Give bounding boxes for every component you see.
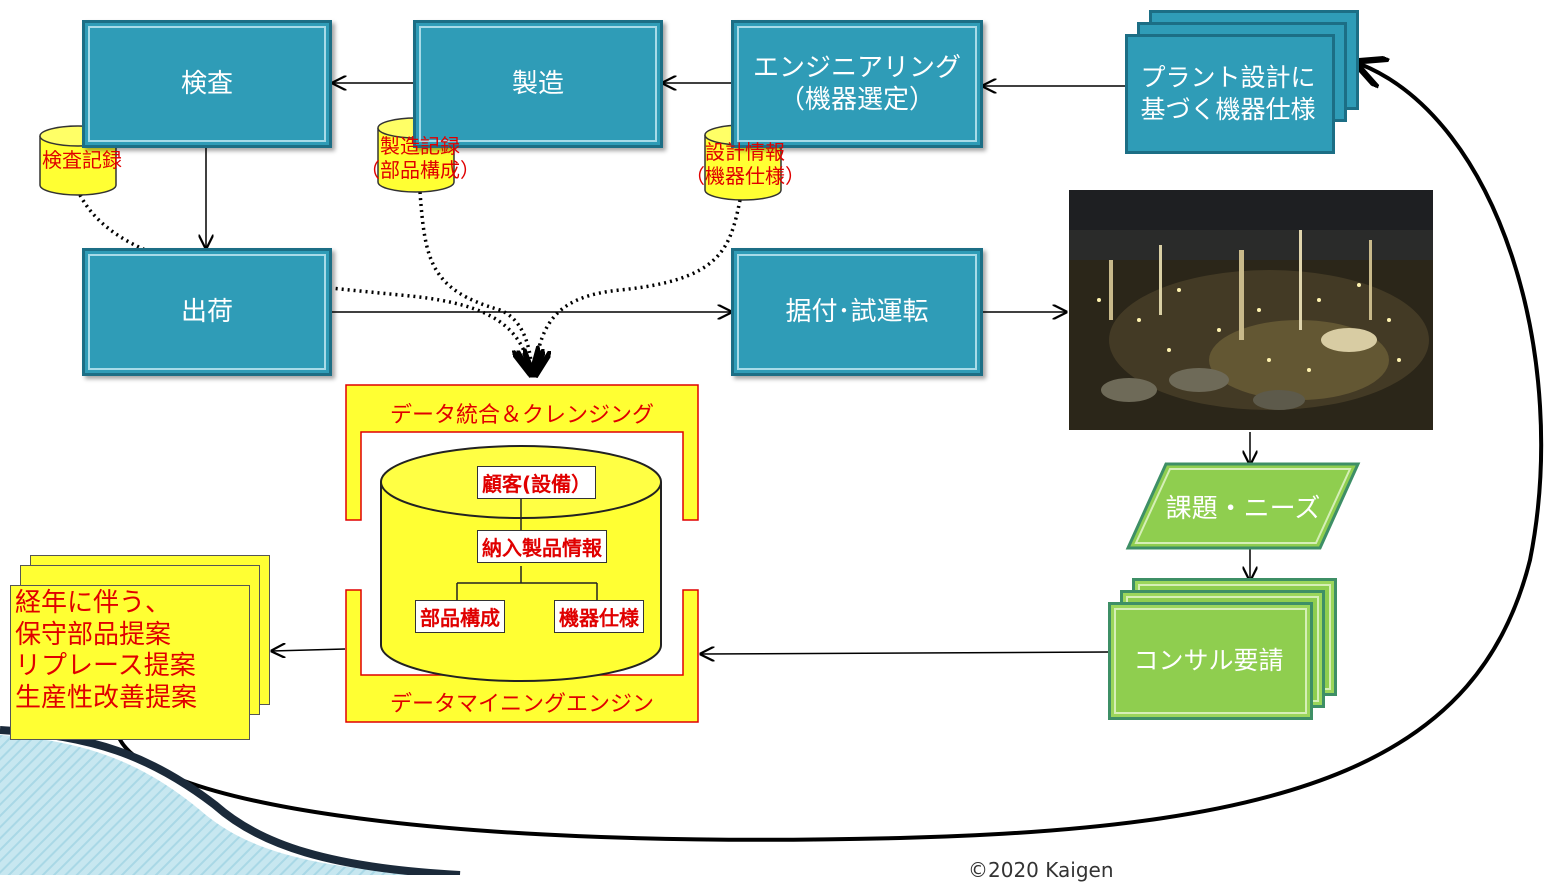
issues-parallelogram — [1125, 462, 1361, 550]
integration-cleansing-label: データ統合＆クレンジング — [389, 403, 654, 428]
corner-decoration-shadow — [0, 726, 461, 875]
dotted-flow-inspection-record — [78, 194, 530, 370]
arrow-consult-to-engine — [701, 652, 1109, 654]
feedback-loop-curve — [116, 64, 1544, 842]
stack-sheet-front: プラント設計に 基づく機器仕様 — [1125, 34, 1335, 154]
data-mining-engine-label: データマイニングエンジン — [389, 692, 654, 717]
manufacturing-record-label: 製造記録 （部品構成） — [360, 134, 480, 182]
data-tree-connectors — [456, 496, 598, 600]
inspection-label: 検査 — [180, 68, 233, 99]
installation-label: 据付･試運転 — [785, 296, 929, 327]
engineering-box: エンジニアリング （機器選定） — [731, 20, 983, 148]
issues-node: 課題・ニーズ — [1128, 464, 1358, 548]
shipping-box: 出荷 — [82, 248, 332, 376]
inspection-box: 検査 — [82, 20, 332, 148]
dotted-flow-design-info — [535, 199, 742, 372]
design-info-label: 設計情報 （機器仕様） — [685, 140, 805, 188]
issues-label: 課題・ニーズ — [1165, 493, 1321, 524]
equipment-spec-node: 機器仕様 — [554, 600, 644, 633]
consult-label: コンサル要請 — [1133, 645, 1284, 675]
engineering-label: エンジニアリング （機器選定） — [752, 52, 961, 116]
plant-photo-art — [1069, 190, 1433, 430]
engine-top-bracket — [345, 384, 699, 521]
manufacturing-box: 製造 — [413, 20, 663, 148]
consult-sheet-front: コンサル要請 — [1108, 602, 1313, 720]
inspection-record-label: 検査記録 — [42, 148, 122, 172]
delivered-product-node: 納入製品情報 — [477, 530, 607, 563]
arrow-engine-to-proposals — [272, 649, 346, 651]
shipping-label: 出荷 — [180, 296, 233, 327]
plant-spec-label: プラント設計に 基づく機器仕様 — [1140, 62, 1316, 125]
dotted-flow-manufacturing-record — [418, 191, 532, 372]
engine-bottom-bracket — [345, 589, 699, 723]
corner-decoration — [0, 735, 450, 875]
proposals-sheet-front: 経年に伴う、 保守部品提案 リプレース提案 生産性改善提案 — [10, 585, 250, 740]
installation-box: 据付･試運転 — [731, 248, 983, 376]
parts-node: 部品構成 — [415, 600, 505, 633]
copyright-text: ©2020 Kaigen — [968, 858, 1114, 882]
customer-node: 顧客(設備） — [477, 466, 597, 499]
manufacturing-label: 製造 — [511, 68, 564, 99]
inspection-record-cylinder — [39, 125, 117, 196]
plant-night-photo — [1069, 190, 1433, 430]
proposals-text: 経年に伴う、 保守部品提案 リプレース提案 生産性改善提案 — [15, 588, 198, 714]
